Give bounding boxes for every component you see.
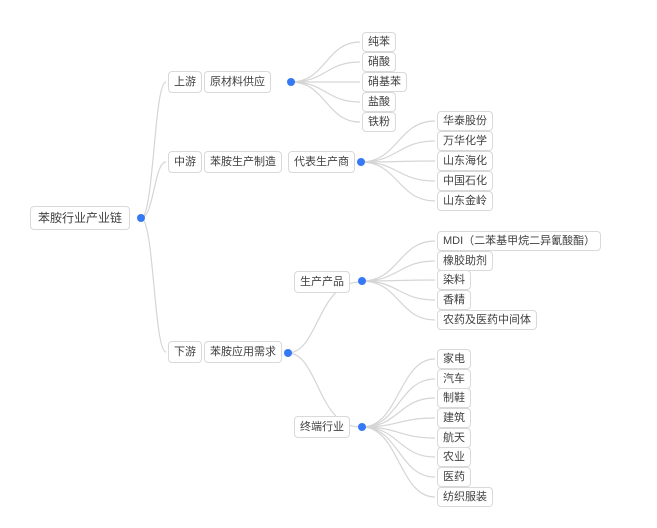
edge-curve (290, 81, 361, 103)
leaf-automobile[interactable]: 汽车 (437, 369, 471, 389)
edge-curve (361, 260, 436, 282)
leaf-textile-apparel[interactable]: 纺织服装 (437, 487, 493, 507)
leaf-pesticide-pharma-intermediates[interactable]: 农药及医药中间体 (437, 310, 537, 330)
leaf-shandong-jinling[interactable]: 山东金岭 (437, 191, 493, 211)
tag-midstream[interactable]: 中游 (168, 151, 202, 173)
edge-curve (360, 120, 436, 163)
leaf-shandong-haihua[interactable]: 山东海化 (437, 151, 493, 171)
tag-downstream[interactable]: 下游 (168, 341, 202, 363)
leaf-mdi[interactable]: MDI（二苯基甲烷二异氰酸酯） (437, 231, 602, 251)
edge-curve (361, 280, 436, 321)
collapse-dot-upstream[interactable] (287, 78, 295, 86)
leaf-dyes[interactable]: 染料 (437, 270, 471, 290)
leaf-construction[interactable]: 建筑 (437, 408, 471, 428)
edge-curve (360, 161, 436, 202)
edge-curve (140, 217, 167, 353)
edge-curve (361, 378, 436, 428)
leaf-nitrobenzene[interactable]: 硝基苯 (362, 72, 407, 92)
leaf-iron-powder[interactable]: 铁粉 (362, 112, 396, 132)
edge-curve (360, 140, 436, 163)
collapse-dot-producers[interactable] (357, 158, 365, 166)
node-terminal-industries[interactable]: 终端行业 (294, 416, 350, 438)
leaf-medicine[interactable]: 医药 (437, 467, 471, 487)
leaf-home-appliances[interactable]: 家电 (437, 349, 471, 369)
leaf-hydrochloric-acid[interactable]: 盐酸 (362, 92, 396, 112)
tag-upstream[interactable]: 上游 (168, 71, 202, 93)
edge-curve (140, 161, 167, 219)
edge-curve (290, 41, 361, 83)
leaf-pure-benzene[interactable]: 纯苯 (362, 32, 396, 52)
leaf-shoemaking[interactable]: 制鞋 (437, 388, 471, 408)
leaf-aerospace[interactable]: 航天 (437, 428, 471, 448)
edge-curve (361, 426, 436, 478)
edge-curve (361, 358, 436, 428)
leaf-wanhua-chemical[interactable]: 万华化学 (437, 131, 493, 151)
collapse-dot-root[interactable] (137, 214, 145, 222)
edge-curve (361, 280, 436, 301)
root-node[interactable]: 苯胺行业产业链 (30, 206, 131, 230)
leaf-agriculture[interactable]: 农业 (437, 447, 471, 467)
edge-curve (360, 161, 436, 182)
leaf-fragrance[interactable]: 香精 (437, 290, 471, 310)
edge-curve (140, 81, 167, 219)
leaf-nitric-acid[interactable]: 硝酸 (362, 52, 396, 72)
collapse-dot-products[interactable] (358, 277, 366, 285)
edge-curve (290, 81, 361, 123)
node-aniline-application-demand[interactable]: 苯胺应用需求 (204, 341, 282, 363)
leaf-huatai-share[interactable]: 华泰股份 (437, 111, 493, 131)
leaf-sinopec[interactable]: 中国石化 (437, 171, 493, 191)
edge-curve (361, 426, 436, 498)
leaf-rubber-additives[interactable]: 橡胶助剂 (437, 251, 493, 271)
node-representative-producers[interactable]: 代表生产商 (288, 151, 355, 173)
node-raw-material-supply[interactable]: 原材料供应 (204, 71, 271, 93)
node-aniline-production[interactable]: 苯胺生产制造 (204, 151, 282, 173)
edge-curve (361, 397, 436, 428)
edge-curve (361, 240, 436, 282)
edge-curve (290, 61, 361, 83)
node-production-products[interactable]: 生产产品 (294, 271, 350, 293)
collapse-dot-industries[interactable] (358, 423, 366, 431)
collapse-dot-downstream[interactable] (284, 349, 292, 357)
